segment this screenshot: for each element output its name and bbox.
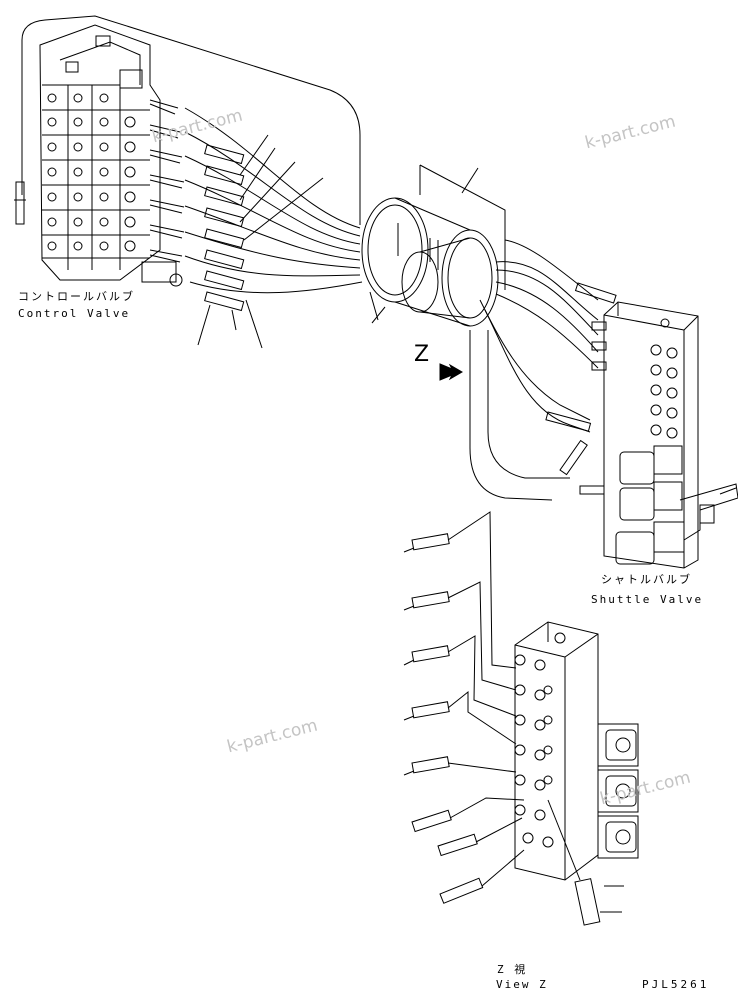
clamp-leader-top [461,167,479,194]
view-z-hose-fittings [403,533,484,904]
hose-fittings-left [204,144,245,312]
control-valve-ports [124,116,136,252]
shuttle-solenoids [615,445,738,565]
shuttle-valve-body [545,282,738,569]
view-z-valve-body [514,621,639,881]
control-valve-label-en: Control Valve [18,307,131,320]
control-valve-fittings [141,99,185,287]
top-hose-loop [21,15,361,225]
clamp-leader-bottom [371,306,386,324]
control-valve-label-jp: コントロールバルブ [18,290,135,303]
shuttle-valve-label-jp: シャトルバルブ [601,573,692,586]
shuttle-valve-ports [650,344,678,439]
drawing-code: PJL5261 [642,978,710,991]
leader-lines-left [197,134,324,349]
view-z-label-jp: Z 視 [497,963,528,976]
z-arrow [439,363,463,381]
hose-bundle-left [184,107,363,294]
view-z-label-en: View Z [496,978,548,991]
control-valve-bolts [47,93,109,251]
view-z-solenoids [597,723,639,859]
view-z-bottom-fitting [574,878,601,926]
control-valve-body [14,24,161,281]
hose-clamp-assembly [361,164,506,327]
z-arrow-label: Z [414,342,430,367]
view-z-hoses [447,511,581,887]
shuttle-valve-label-en: Shuttle Valve [591,593,704,606]
hose-bundle-right [469,239,599,501]
control-valve-sections [42,85,150,270]
